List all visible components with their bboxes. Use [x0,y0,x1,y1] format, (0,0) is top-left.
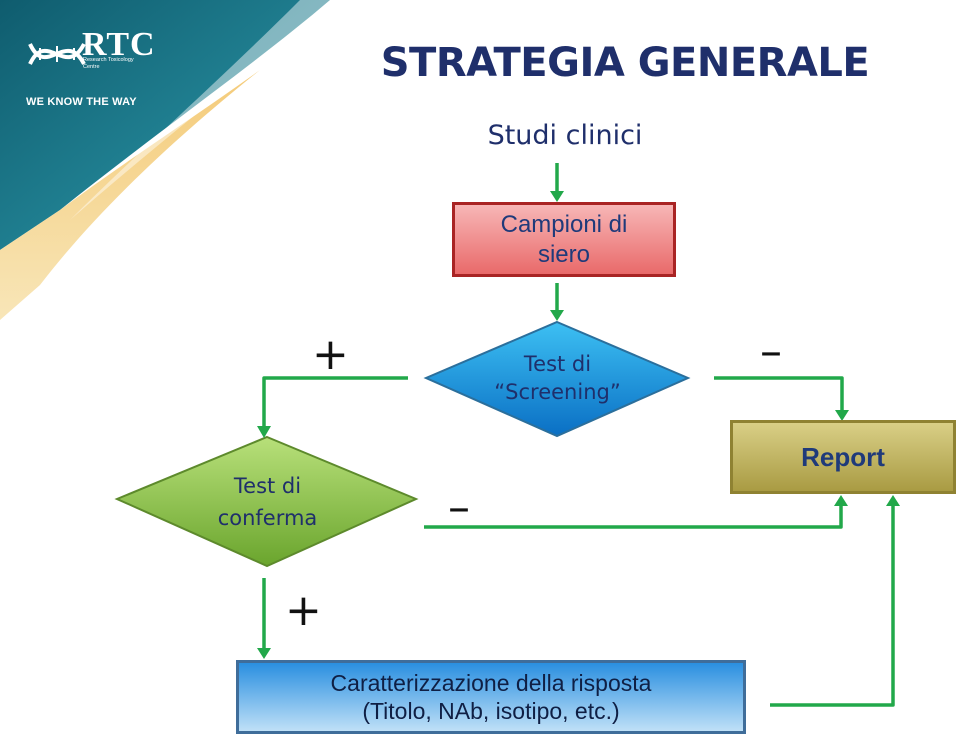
arrowhead-up-icon [886,495,900,506]
screening-label: Test di “Screening” [470,350,645,406]
arrowhead-down-icon [257,426,271,438]
arrowhead-down-icon [835,410,849,421]
conferma-label: Test di conferma [180,470,355,534]
logo-subtitle: Research Toxicology Centre [83,57,134,70]
report-label: Report [801,441,885,472]
conferma-negative-sign: – [448,482,470,533]
arrowheads [257,191,900,659]
arrow-conferma-negative [424,502,843,529]
caratterizzazione-line2: (Titolo, NAb, isotipo, etc.) [362,698,620,724]
conferma-line2: conferma [217,506,318,530]
screening-positive-sign: + [312,329,349,380]
dna-helix-icon [28,43,86,65]
screening-diamond [423,320,691,438]
arrowhead-down-icon [257,648,271,659]
arrowhead-down-icon [550,310,564,321]
conferma-positive-sign: + [285,585,322,636]
logo-tagline: WE KNOW THE WAY [26,96,137,108]
screening-negative-sign: – [760,326,782,377]
caratterizzazione-box: Caratterizzazione della risposta (Titolo… [236,660,746,734]
screening-line2: “Screening” [494,380,621,404]
screening-line1: Test di [523,352,592,376]
page-subtitle: Studi clinici [487,120,643,151]
conferma-diamond [114,435,419,568]
page-title: STRATEGIA GENERALE [380,40,870,86]
report-box: Report [730,420,956,494]
campioni-line1: Campioni di [500,210,628,238]
arrow-caratterizzazione-to-report [770,502,895,707]
arrow-screening-negative [714,376,844,414]
campioni-line2: siero [537,240,590,268]
conferma-line1: Test di [233,474,302,498]
arrowhead-down-icon [550,191,564,202]
caratterizzazione-line1: Caratterizzazione della risposta [330,670,652,696]
campioni-box: Campioni di siero [452,202,676,277]
arrow-screening-positive [262,376,408,430]
arrows [262,163,895,707]
logo-name: RTC [82,26,156,63]
arrowhead-up-icon [834,495,848,506]
